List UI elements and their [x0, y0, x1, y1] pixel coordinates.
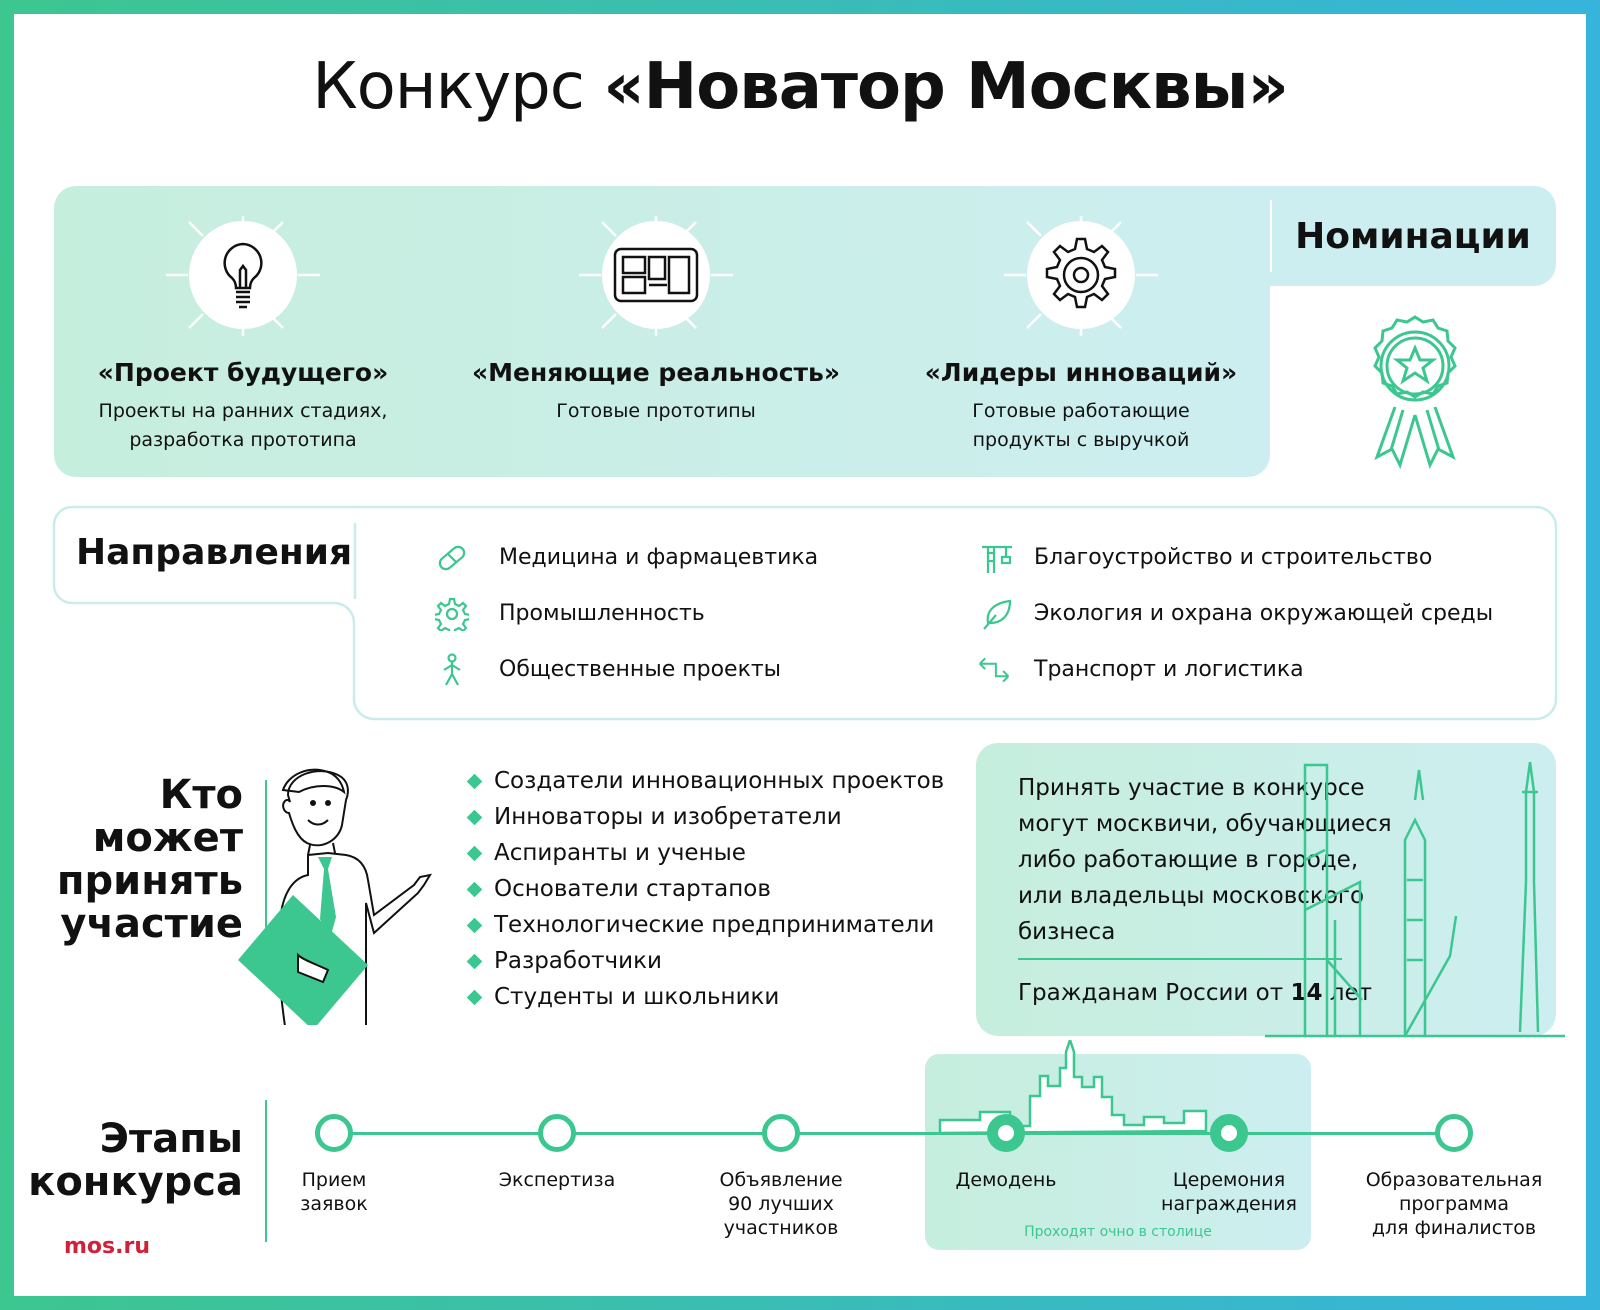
eligibility-text: Принять участие в конкурсе могут москвич…: [1018, 775, 1392, 945]
directions-heading: Направления: [76, 532, 353, 573]
list-item: Технологические предприниматели: [466, 912, 934, 938]
stage-node: [762, 1114, 800, 1152]
list-item: Создатели инновационных проектов: [466, 768, 944, 794]
diamond-bullet-icon: [466, 773, 483, 789]
icon-rays-decoration: [166, 216, 1158, 336]
diamond-bullet-icon: [466, 953, 483, 969]
list-item: Основатели стартапов: [466, 876, 771, 902]
stage-node: [538, 1114, 576, 1152]
diamond-bullet-icon: [466, 917, 483, 933]
diamond-bullet-icon: [466, 989, 483, 1005]
skyscrapers-illustration: [1265, 769, 1565, 1038]
lightbulb-icon: [189, 221, 297, 329]
gear-icon: [1027, 221, 1135, 329]
divider: [1018, 958, 1342, 960]
mos-ru-logo: mos.ru: [64, 1234, 151, 1259]
nomination-desc: Готовые прототипы: [556, 400, 756, 422]
divider: [265, 780, 267, 940]
page-title: Конкурс «Новатор Москвы»: [312, 50, 1289, 124]
nomination-name: «Лидеры инноваций»: [924, 358, 1238, 387]
stage-node: [315, 1114, 353, 1152]
stage-label: Экспертиза: [498, 1169, 616, 1191]
directions-frame: [52, 505, 1558, 721]
nomination-desc: Проекты на ранних стадиях,разработка про…: [98, 400, 388, 451]
blueprint-icon: [602, 221, 710, 329]
age-requirement: Гражданам России от 14 лет: [1018, 980, 1373, 1006]
crane-icon: [982, 545, 1012, 573]
award-medal-icon: [1373, 315, 1457, 470]
stage-label: Демодень: [955, 1169, 1057, 1191]
stage-node: [1435, 1114, 1473, 1152]
leaf-icon: [983, 599, 1012, 630]
direction-item: Экология и охрана окружающей среды: [1034, 601, 1494, 626]
stage-node-active: [987, 1114, 1025, 1152]
pill-icon: [438, 545, 466, 571]
diamond-bullet-icon: [466, 881, 483, 897]
divider: [1270, 200, 1272, 272]
person-illustration: [238, 768, 433, 1025]
route-arrows-icon: [979, 657, 1010, 683]
list-item: Студенты и школьники: [466, 984, 779, 1010]
timeline-line: [334, 1132, 1454, 1135]
in-person-stages-highlight: [925, 1054, 1311, 1250]
list-item: Аспиранты и ученые: [466, 840, 746, 866]
stage-node-active: [1210, 1114, 1248, 1152]
nominations-heading: Номинации: [1270, 186, 1556, 286]
direction-item: Промышленность: [499, 601, 705, 626]
in-person-note: Проходят очно в столице: [1024, 1224, 1212, 1240]
nomination-name: «Меняющие реальность»: [472, 358, 840, 387]
list-item: Разработчики: [466, 948, 662, 974]
diamond-bullet-icon: [466, 845, 483, 861]
person-icon: [443, 653, 461, 686]
cog-icon: [435, 597, 469, 631]
obelisk-rocket-icon: [1518, 762, 1540, 1033]
tower-illustration: [1303, 763, 1363, 1036]
direction-item: Медицина и фармацевтика: [499, 545, 819, 570]
eligibility-panel: [976, 743, 1556, 1036]
direction-item: Благоустройство и строительство: [1034, 545, 1433, 570]
moscow-skyline-illustration: [938, 1040, 1208, 1135]
divider: [265, 1100, 267, 1242]
diamond-bullet-icon: [466, 809, 483, 825]
direction-item: Транспорт и логистика: [1034, 657, 1304, 682]
direction-item: Общественные проекты: [499, 657, 782, 682]
list-item: Инноваторы и изобретатели: [466, 804, 842, 830]
nomination-name: «Проект будущего»: [97, 358, 389, 387]
